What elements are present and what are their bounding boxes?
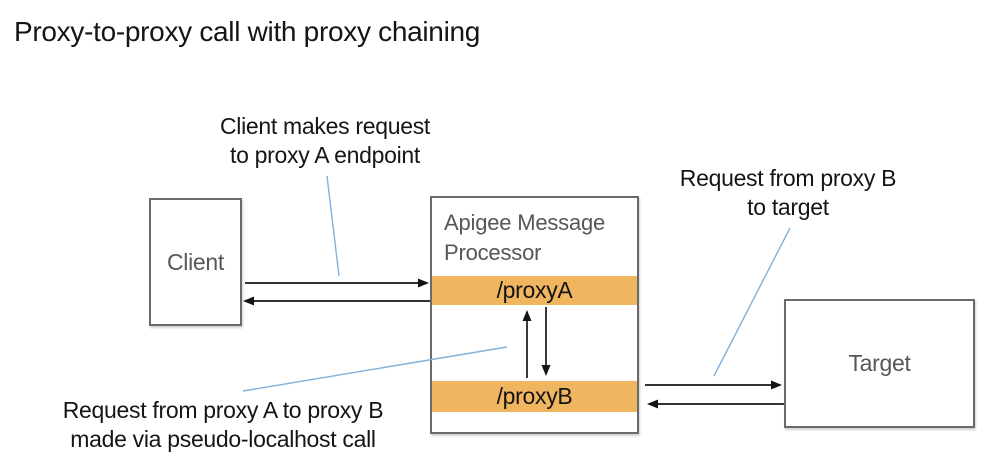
annotation-pseudo-localhost: Request from proxy A to proxy B made via… [13, 396, 433, 454]
proxy-b-label: /proxyB [496, 383, 573, 409]
proxy-b-bar: /proxyB [432, 381, 637, 412]
message-processor-box: Apigee Message Processor /proxyA /proxyB [430, 196, 639, 434]
diagram-title: Proxy-to-proxy call with proxy chaining [14, 16, 481, 47]
client-box: Client [149, 198, 242, 326]
annotation-client-request-line2: to proxy A endpoint [230, 141, 420, 168]
annotation-pseudo-localhost-line1: Request from proxy A to proxy B [62, 397, 384, 423]
target-box: Target [784, 299, 975, 428]
proxy-a-label: /proxyA [496, 277, 573, 303]
annotation-proxy-b-to-target: Request from proxy B to target [638, 164, 938, 222]
annotation-proxy-b-to-target-line1: Request from proxy B [679, 165, 897, 191]
annotation-client-request: Client makes request to proxy A endpoint [175, 112, 475, 170]
message-processor-title: Apigee Message Processor [444, 210, 606, 265]
proxy-a-bar: /proxyA [432, 276, 637, 305]
leader-line-target-annotation [713, 227, 791, 377]
annotation-proxy-b-to-target-line2: to target [747, 193, 829, 220]
target-box-label: Target [848, 350, 911, 376]
annotation-pseudo-localhost-line2: made via pseudo-localhost call [70, 425, 376, 452]
annotation-client-request-line1: Client makes request [219, 113, 431, 139]
client-box-label: Client [166, 248, 224, 275]
leader-line-client-annotation [326, 175, 340, 277]
